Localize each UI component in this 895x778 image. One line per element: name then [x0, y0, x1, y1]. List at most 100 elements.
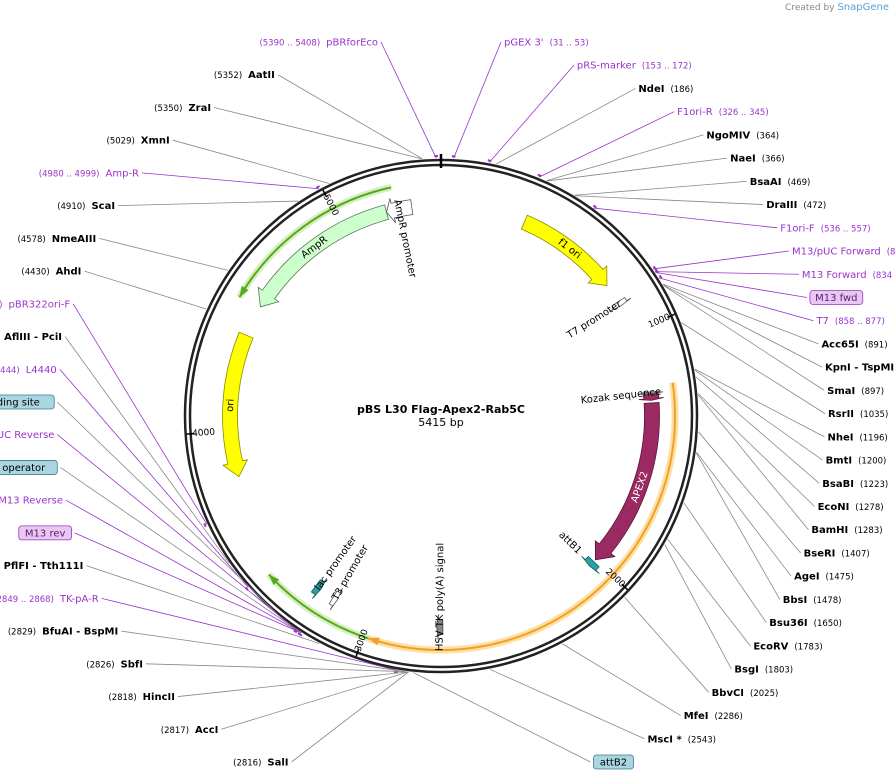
label-pbr322ori-f[interactable]: (3678 .. 3697)pBR322ori-F: [0, 299, 70, 310]
label-bsabi[interactable]: BsaBI(1223): [822, 479, 888, 490]
leader-line: [695, 452, 781, 600]
label-bbsi[interactable]: BbsI(1478): [783, 595, 842, 606]
label-mfei[interactable]: MfeI(2286): [684, 711, 743, 722]
svg-text:M13/pUC Forward(820 .. 842): M13/pUC Forward(820 .. 842): [792, 247, 895, 258]
label-bamhi[interactable]: BamHI (1283): [811, 525, 882, 536]
label-zrai[interactable]: (5350)ZraI: [154, 103, 211, 114]
label-bfuai[interactable]: (2829)BfuAI - BspMI: [8, 627, 118, 638]
feature-attb1[interactable]: [581, 555, 600, 575]
svg-text:(4430)AhdI: (4430)AhdI: [21, 267, 81, 278]
label-rsrii[interactable]: RsrII(1035): [828, 409, 888, 420]
label-bmti[interactable]: BmtI(1200): [826, 456, 887, 467]
label-scai[interactable]: (4910)ScaI: [57, 201, 115, 212]
label-nhei[interactable]: NheI(1196): [827, 432, 887, 443]
svg-text:F1ori-F(536 .. 557): F1ori-F(536 .. 557): [780, 223, 870, 234]
label-sali[interactable]: (2816)SalI: [233, 758, 288, 769]
label-attb2-text: attB2: [600, 758, 627, 769]
label-m13-rev[interactable]: M13 rev: [18, 525, 72, 541]
label-smai[interactable]: SmaI(897): [827, 386, 884, 397]
feature-apex2[interactable]: [594, 401, 660, 561]
label-econi[interactable]: EcoNI(1278): [818, 502, 884, 513]
feature-hsv-tk-polya[interactable]: [436, 614, 444, 640]
label-amp-r-text: Amp-R: [106, 168, 140, 179]
label-acci[interactable]: (2817)AccI: [161, 725, 219, 736]
label-bamhi-coords: (1283): [854, 526, 882, 536]
label-f1ori-f[interactable]: F1ori-F(536 .. 557): [780, 223, 870, 234]
label-ahdi[interactable]: (4430)AhdI: [21, 267, 81, 278]
label-sbfi[interactable]: (2826)SbfI: [86, 659, 143, 670]
label-pbrforeco-coords: (5390 .. 5408): [259, 39, 320, 49]
label-m13-puc-fwd-coords: (820 .. 842): [887, 248, 895, 258]
label-pflfi[interactable]: (3131)PflFI - Tth111I: [0, 561, 84, 572]
label-cap[interactable]: CAP binding site: [0, 394, 55, 410]
label-pgex3[interactable]: pGEX 3'(31 .. 53): [504, 38, 589, 49]
label-bsu36i[interactable]: Bsu36I(1650): [769, 618, 842, 629]
feature-t7-promoter[interactable]: [609, 297, 632, 312]
label-prs-marker-text: pRS-marker: [577, 61, 637, 72]
label-amp-r[interactable]: (4980 .. 4999)Amp-R: [39, 168, 139, 179]
label-bamhi-text: BamHI: [811, 525, 848, 536]
label-ngomiv[interactable]: NgoMIV(364): [706, 130, 779, 141]
label-m13-reverse[interactable]: (3196 .. 3212)M13 Reverse: [0, 496, 63, 507]
leader-line: [654, 271, 799, 275]
label-lac-operator-box: [0, 460, 58, 475]
label-bsgi-text: BsgI: [734, 665, 758, 676]
label-f1ori-r[interactable]: F1ori-R(326 .. 345): [677, 107, 769, 118]
feature-ampr-promoter[interactable]: [386, 198, 414, 224]
label-acc65i-coords: (891): [865, 340, 888, 350]
label-ecorv[interactable]: EcoRV(1783): [753, 641, 822, 652]
label-msci[interactable]: MscI *(2543): [647, 734, 716, 745]
label-nmeaiii[interactable]: (4578)NmeAIII: [17, 234, 96, 245]
label-tk-pa-r-text: TK-pA-R: [59, 594, 99, 605]
label-afliii[interactable]: (3537)AflIII - PciI: [0, 332, 62, 343]
label-xmni[interactable]: (5029)XmnI: [107, 136, 170, 147]
label-agei[interactable]: AgeI(1475): [794, 572, 854, 583]
label-pflfi-text: PflFI - Tth111I: [4, 561, 84, 572]
label-m13-puc-rev[interactable]: (3209 .. 3231)M13/pUC Reverse: [0, 430, 54, 441]
label-bseri[interactable]: BseRI(1407): [804, 548, 870, 559]
label-l4440[interactable]: (3427 .. 3444)L4440: [0, 365, 57, 376]
feature-kozak[interactable]: [638, 390, 664, 395]
label-m13-puc-fwd[interactable]: M13/pUC Forward(820 .. 842): [792, 247, 895, 258]
label-bsaai[interactable]: BsaAI(469): [750, 177, 811, 188]
label-attb2[interactable]: attB2: [593, 754, 634, 770]
label-lac-operator[interactable]: lac operator: [0, 460, 58, 475]
feature-lac-promoter[interactable]: [310, 578, 328, 600]
label-bbvci[interactable]: BbvCI(2025): [712, 688, 779, 699]
label-bsgi[interactable]: BsgI(1803): [734, 665, 793, 676]
label-m13-fwd[interactable]: M13 fwd: [809, 290, 864, 305]
label-bfuai-coords: (2829): [8, 628, 36, 638]
label-ndei-text: NdeI: [638, 84, 664, 95]
leader-line: [86, 565, 320, 644]
label-hincii[interactable]: (2818)HincII: [108, 692, 175, 703]
feature-ori[interactable]: [222, 331, 254, 478]
label-t7[interactable]: T7(858 .. 877): [815, 316, 884, 327]
svg-text:F1ori-R(326 .. 345): F1ori-R(326 .. 345): [677, 107, 769, 118]
label-aatii-text: AatII: [248, 70, 275, 81]
label-kpni[interactable]: KpnI - TspMI - XmaI(895): [825, 363, 895, 374]
leader-line: [177, 671, 409, 697]
label-pbrforeco[interactable]: (5390 .. 5408)pBRforEco: [259, 38, 378, 49]
label-naei[interactable]: NaeI(366): [730, 154, 784, 165]
label-ndei[interactable]: NdeI(186): [638, 84, 693, 95]
leader-line: [213, 107, 422, 160]
leader-line: [413, 672, 591, 763]
label-bsaai-coords: (469): [788, 178, 811, 188]
label-ecorv-coords: (1783): [794, 642, 822, 652]
label-prs-marker[interactable]: pRS-marker(153 .. 172): [577, 61, 692, 72]
svg-text:(3131)PflFI - Tth111I: (3131)PflFI - Tth111I: [0, 561, 83, 572]
label-t7-text: T7: [815, 316, 828, 327]
leader-line: [547, 157, 728, 182]
label-sbfi-text: SbfI: [121, 659, 143, 670]
feature-ampr[interactable]: [257, 204, 389, 308]
primer-mark: [293, 629, 298, 634]
label-draiii[interactable]: DraIII(472): [766, 200, 826, 211]
label-tk-pa-r[interactable]: (2849 .. 2868)TK-pA-R: [0, 594, 99, 605]
label-acc65i[interactable]: Acc65I(891): [821, 339, 887, 350]
feature-f1-ori[interactable]: [520, 214, 608, 287]
label-aatii[interactable]: (5352)AatII: [214, 70, 275, 81]
leader-line: [60, 467, 300, 632]
label-m13-forward[interactable]: M13 Forward(834 .. 851): [802, 270, 895, 281]
feature-t3-promoter[interactable]: [328, 588, 343, 611]
